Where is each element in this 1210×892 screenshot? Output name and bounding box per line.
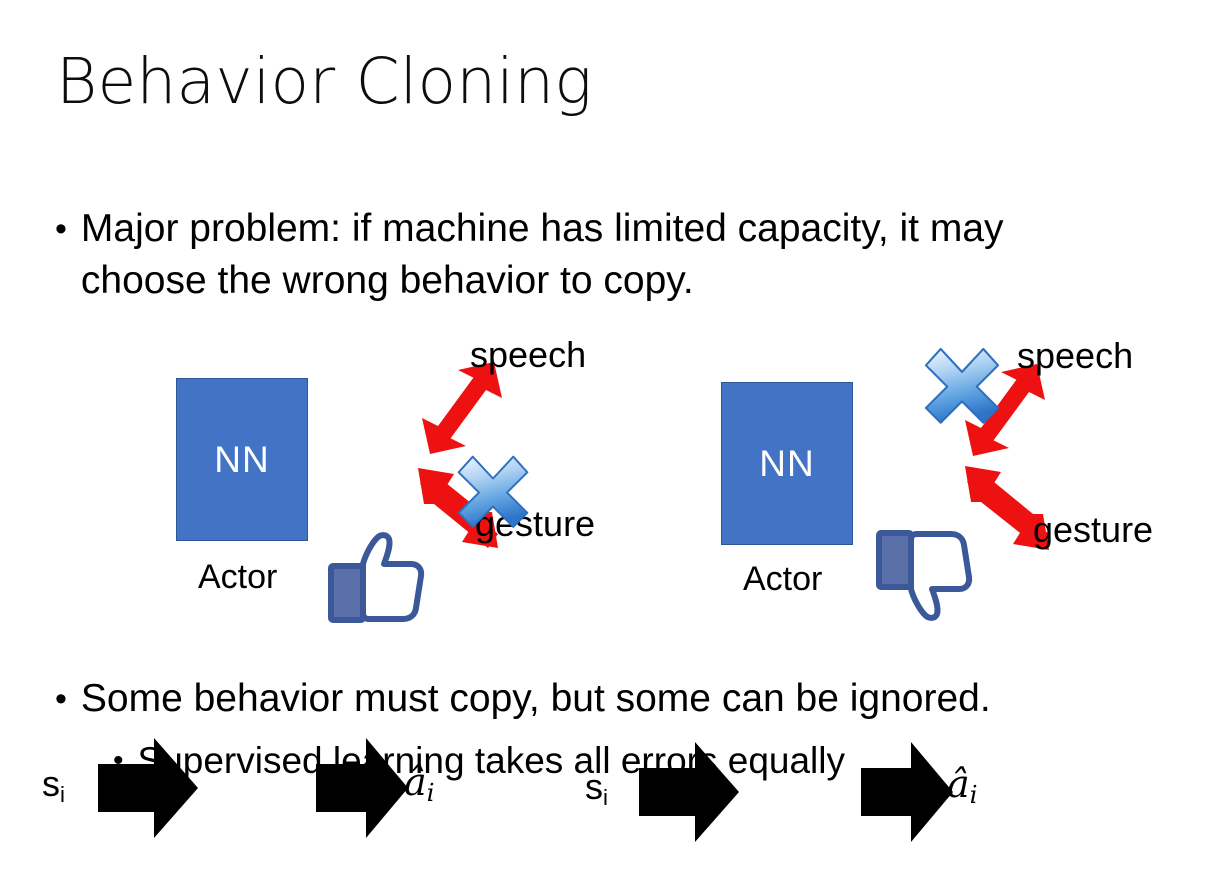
gesture-label-left: gesture	[475, 503, 596, 544]
thumbs-down-icon	[876, 530, 973, 621]
action-label-right: âi	[947, 762, 978, 810]
action-label-left: âi	[404, 760, 435, 808]
diagram-good-case: si NN Actor âi speech	[20, 335, 620, 838]
speech-arrow-icon-right	[965, 364, 1045, 456]
speech-arrow-icon-left	[422, 362, 502, 454]
bullet-marker-icon: •	[113, 744, 124, 777]
blue-x-icon-right	[924, 347, 1000, 424]
gesture-label-right: gesture	[1033, 509, 1154, 550]
output-arrow-icon-right	[861, 742, 953, 842]
nn-box-right: NN	[721, 382, 853, 545]
page-title: Behavior Cloning	[56, 45, 593, 118]
actor-label-right: Actor	[743, 560, 823, 598]
input-arrow-icon-right	[639, 742, 739, 842]
speech-label-left: speech	[470, 334, 587, 375]
bullet-marker-icon: •	[55, 210, 67, 248]
nn-box-left: NN	[176, 378, 308, 541]
gesture-arrow-icon-left	[418, 468, 498, 548]
speech-label-right: speech	[1017, 335, 1134, 376]
actor-label-left: Actor	[198, 558, 278, 596]
bullet-item-bottom-1: • Some behavior must copy, but some can …	[55, 673, 1155, 725]
bullet-marker-icon: •	[55, 680, 67, 718]
bullet-text-bottom-2: Supervised learning takes all errors equ…	[137, 740, 845, 781]
nn-box-label-right: NN	[759, 443, 815, 484]
bullet-item-bottom-2: • Supervised learning takes all errors e…	[113, 735, 1173, 787]
state-label-right: si	[585, 766, 608, 811]
output-arrow-icon-left	[316, 738, 408, 838]
bullet-text-top: Major problem: if machine has limited ca…	[80, 207, 1004, 302]
blue-x-icon-left	[457, 455, 529, 528]
diagram-bad-case: si NN Actor âi speech	[565, 336, 1190, 842]
input-arrow-icon-left	[98, 738, 198, 838]
gesture-arrow-icon-right	[965, 466, 1049, 550]
bullet-item-top: • Major problem: if machine has limited …	[55, 203, 1125, 307]
thumbs-up-icon	[328, 532, 425, 623]
state-label-left: si	[42, 763, 65, 808]
nn-box-label-left: NN	[214, 439, 270, 480]
bullet-text-bottom-1: Some behavior must copy, but some can be…	[80, 677, 991, 720]
